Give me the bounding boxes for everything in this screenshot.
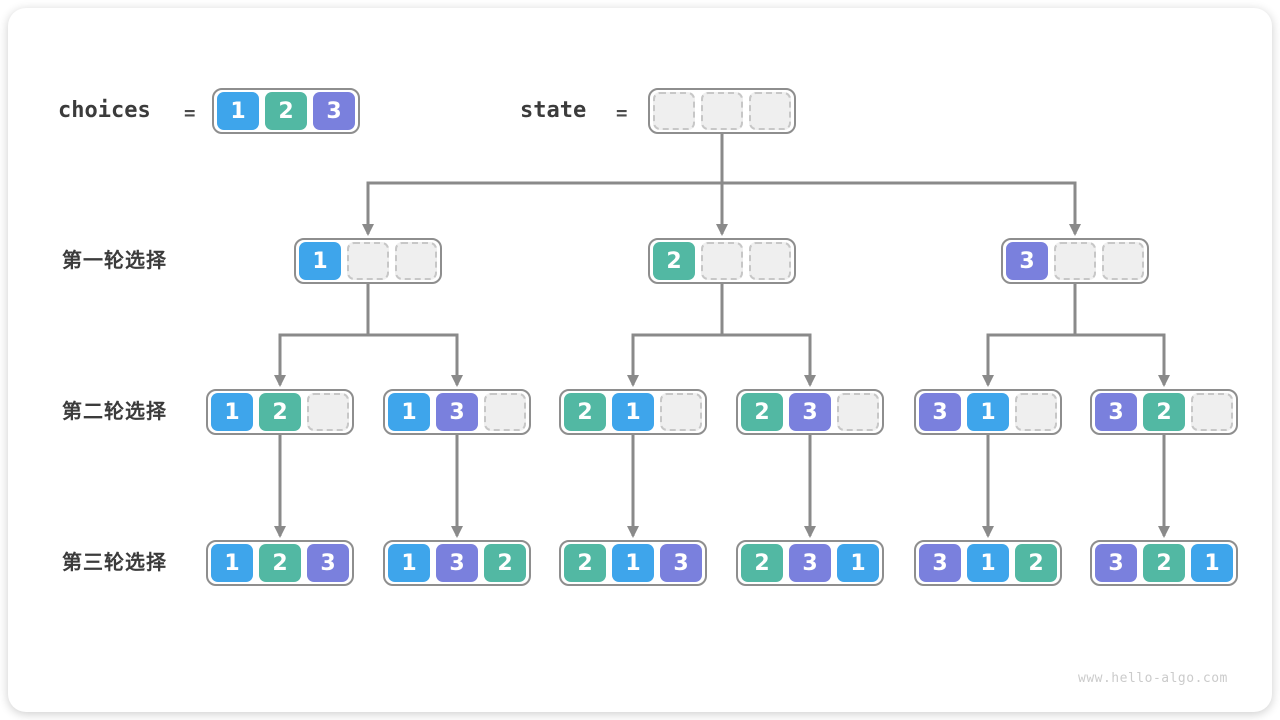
empty-cell xyxy=(749,242,791,280)
value-cell-2: 2 xyxy=(564,393,606,431)
value-cell-1: 1 xyxy=(967,393,1009,431)
value-cell-3: 3 xyxy=(1006,242,1048,280)
round1-node-2: 2 xyxy=(648,238,796,284)
state-equals-sign: = xyxy=(616,102,628,124)
empty-cell xyxy=(1015,393,1057,431)
value-cell-2: 2 xyxy=(564,544,606,582)
value-cell-2: 2 xyxy=(741,544,783,582)
empty-cell xyxy=(1054,242,1096,280)
value-cell-2: 2 xyxy=(1143,544,1185,582)
empty-cell xyxy=(347,242,389,280)
empty-cell xyxy=(307,393,349,431)
empty-cell xyxy=(837,393,879,431)
value-cell-2: 2 xyxy=(1015,544,1057,582)
value-cell-3: 3 xyxy=(1095,393,1137,431)
round1-node-1: 1 xyxy=(294,238,442,284)
empty-cell xyxy=(749,92,791,130)
value-cell-3: 3 xyxy=(436,544,478,582)
empty-cell xyxy=(660,393,702,431)
empty-cell xyxy=(395,242,437,280)
choices-label: choices xyxy=(58,98,151,123)
empty-cell xyxy=(1102,242,1144,280)
figure-card xyxy=(8,8,1272,712)
value-cell-1: 1 xyxy=(388,393,430,431)
value-cell-3: 3 xyxy=(919,544,961,582)
value-cell-3: 3 xyxy=(436,393,478,431)
value-cell-1: 1 xyxy=(612,544,654,582)
value-cell-3: 3 xyxy=(1095,544,1137,582)
value-cell-2: 2 xyxy=(1143,393,1185,431)
empty-cell xyxy=(653,92,695,130)
row-label-round-2: 第二轮选择 xyxy=(62,401,167,423)
value-cell-2: 2 xyxy=(741,393,783,431)
empty-cell xyxy=(701,92,743,130)
row-label-round-1: 第一轮选择 xyxy=(62,250,167,272)
value-cell-2: 2 xyxy=(653,242,695,280)
round1-node-3: 3 xyxy=(1001,238,1149,284)
watermark: www.hello-algo.com xyxy=(1078,671,1228,686)
value-cell-2: 2 xyxy=(259,544,301,582)
value-cell-1: 1 xyxy=(1191,544,1233,582)
value-cell-3: 3 xyxy=(307,544,349,582)
value-cell-2: 2 xyxy=(259,393,301,431)
value-cell-3: 3 xyxy=(919,393,961,431)
empty-cell xyxy=(1191,393,1233,431)
row-label-round-3: 第三轮选择 xyxy=(62,552,167,574)
state-label: state xyxy=(520,98,587,123)
value-cell-1: 1 xyxy=(612,393,654,431)
empty-cell xyxy=(701,242,743,280)
value-cell-2: 2 xyxy=(265,92,307,130)
value-cell-1: 1 xyxy=(388,544,430,582)
value-cell-3: 3 xyxy=(789,393,831,431)
empty-cell xyxy=(484,393,526,431)
value-cell-1: 1 xyxy=(837,544,879,582)
value-cell-1: 1 xyxy=(967,544,1009,582)
value-cell-2: 2 xyxy=(484,544,526,582)
state-root xyxy=(648,88,796,134)
value-cell-1: 1 xyxy=(217,92,259,130)
value-cell-3: 3 xyxy=(313,92,355,130)
value-cell-1: 1 xyxy=(299,242,341,280)
value-cell-3: 3 xyxy=(789,544,831,582)
value-cell-1: 1 xyxy=(211,544,253,582)
choices-equals-sign: = xyxy=(184,102,196,124)
value-cell-1: 1 xyxy=(211,393,253,431)
value-cell-3: 3 xyxy=(660,544,702,582)
